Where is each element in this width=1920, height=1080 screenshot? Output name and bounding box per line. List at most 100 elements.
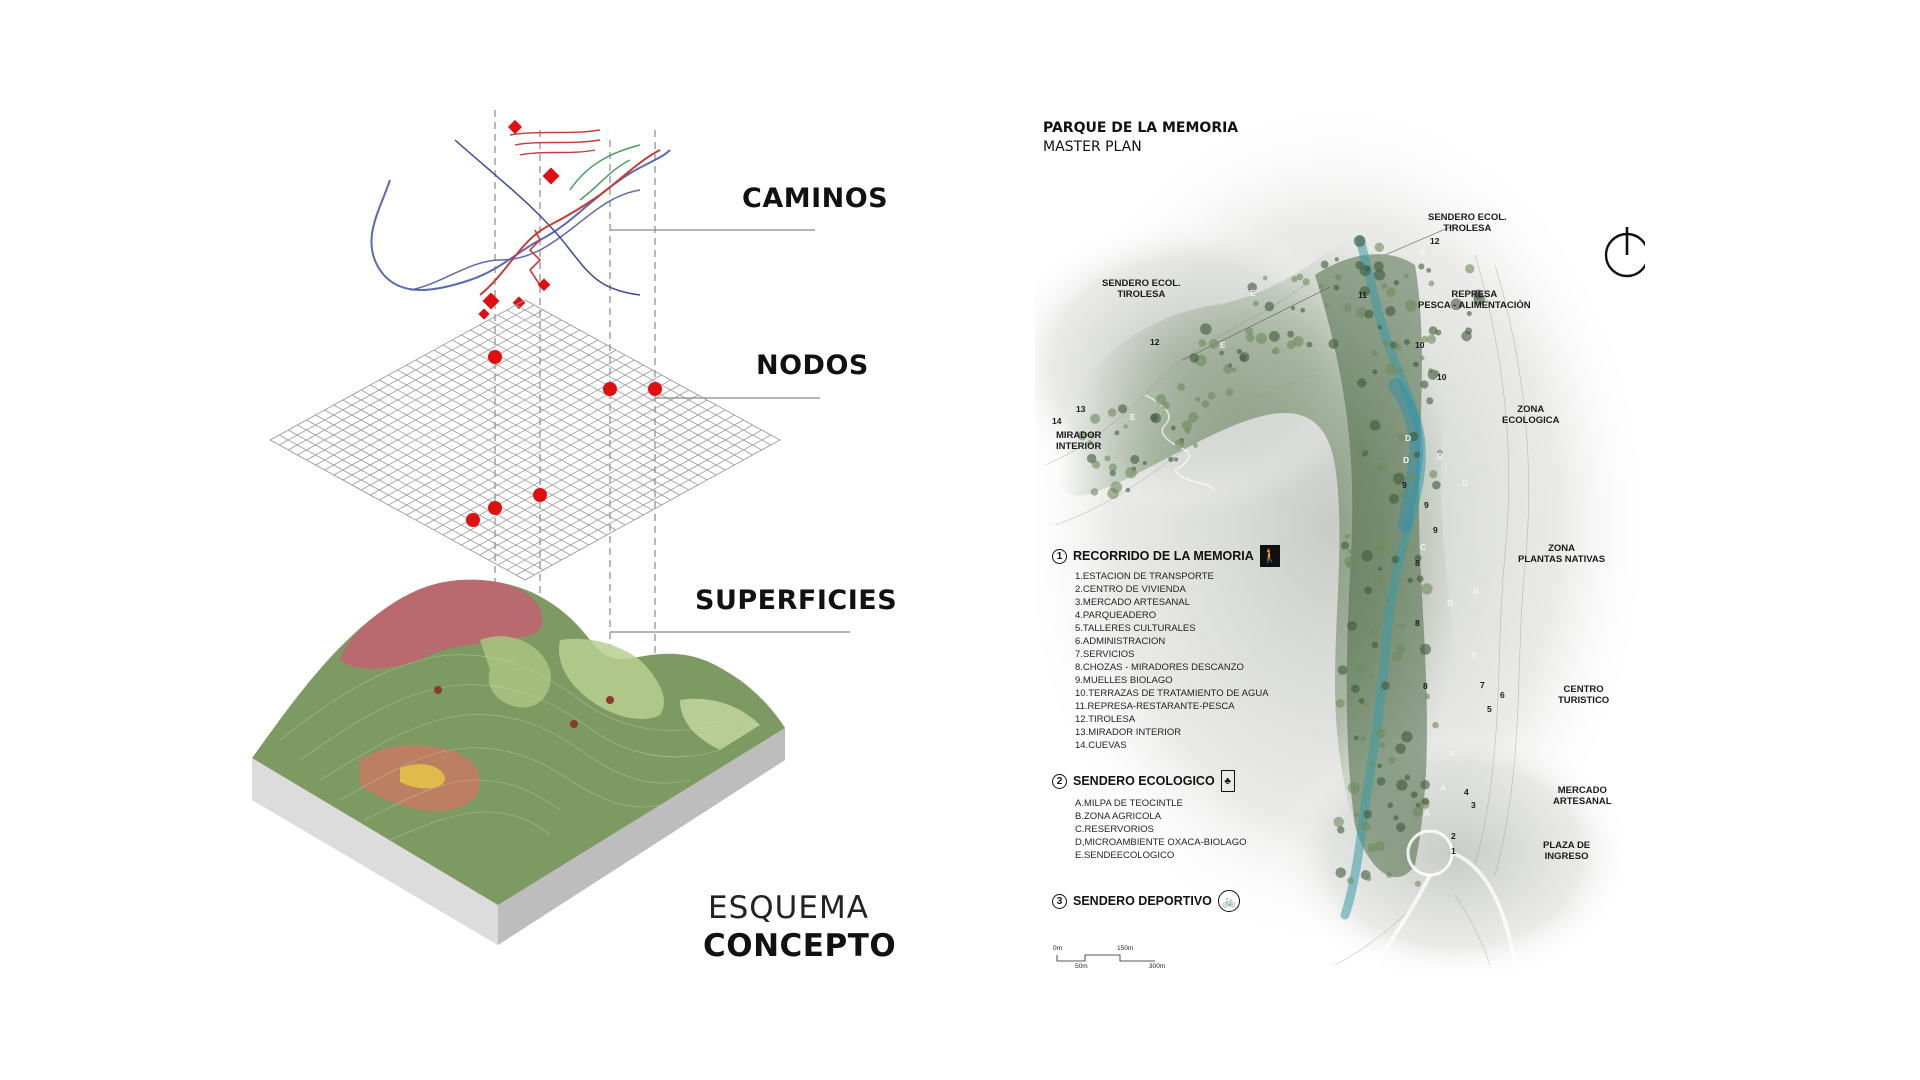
map-number-label: 10 <box>1437 372 1447 382</box>
map-letter-label: D <box>1405 433 1412 443</box>
map-number-label: 5 <box>1487 704 1492 714</box>
bicycle-icon: 🚲 <box>1217 890 1240 912</box>
zone-mirador-interior: MIRADOR INTERIOR <box>1056 430 1102 452</box>
legend-route1-number: 1 <box>1052 548 1067 564</box>
zone-centro-turistico: CENTRO TURISTICO <box>1558 684 1610 706</box>
label-caminos: CAMINOS <box>742 183 889 214</box>
map-letter-label: B <box>1535 724 1542 734</box>
map-number-label: 7 <box>1480 680 1485 690</box>
scale-label-150: 150m <box>1117 945 1134 952</box>
legend-route1-item: 12.TIROLESA <box>1075 714 1136 725</box>
map-number-label: 8 <box>1415 618 1420 628</box>
leader-lines <box>610 229 850 633</box>
concept-diagram <box>252 110 850 945</box>
zipline-lines <box>1182 224 1456 361</box>
legend-route3-header: 3 SENDERO DEPORTIVO 🚲 <box>1052 890 1240 912</box>
legend-route1-item: 10.TERRAZAS DE TRATAMIENTO DE AGUA <box>1075 688 1269 699</box>
map-number-label: 1 <box>1451 846 1456 856</box>
grid-outline <box>269 299 781 581</box>
zone-sendero-tirolesa-right: SENDERO ECOL. TIROLESA <box>1428 212 1507 234</box>
map-number-label: 10 <box>1415 340 1425 350</box>
legend-route2-title: SENDERO ECOLOGICO <box>1073 774 1215 788</box>
map-letter-label: E <box>1220 340 1226 350</box>
map-number-label: 9 <box>1433 525 1438 535</box>
legend-route2-item: D,MICROAMBIENTE OXACA-BIOLAGO <box>1075 837 1247 848</box>
map-number-label: 8 <box>1415 558 1420 568</box>
map-letter-label: E <box>1420 247 1426 257</box>
map-number-label: 14 <box>1052 416 1062 426</box>
map-letter-label: D <box>1462 478 1469 488</box>
legend-route1-header: 1 RECORRIDO DE LA MEMORIA 🚶 <box>1052 545 1280 567</box>
caminos-layer <box>370 119 671 320</box>
legend-route1-item: 14.CUEVAS <box>1075 740 1127 751</box>
map-number-label: 8 <box>1423 681 1428 691</box>
map-number-label: 12 <box>1150 337 1160 347</box>
zone-plaza-ingreso: PLAZA DE INGRESO <box>1543 840 1591 862</box>
legend-route2-item: A.MILPA DE TEOCINTLE <box>1075 798 1183 809</box>
map-letter-label: B <box>1447 598 1454 608</box>
label-superficies: SUPERFICIES <box>695 585 898 616</box>
map-letter-label: E <box>1250 288 1256 298</box>
zone-sendero-tirolesa-left: SENDERO ECOL. TIROLESA <box>1102 278 1181 300</box>
river <box>1340 235 1426 920</box>
label-nodos: NODOS <box>756 350 869 381</box>
legend-route1-item: 5.TALLERES CULTURALES <box>1075 623 1196 634</box>
legend-route2-item: E.SENDEECOLOGICO <box>1075 850 1175 861</box>
map-number-label: 4 <box>1464 787 1469 797</box>
map-letter-label: D <box>1437 451 1444 461</box>
map-number-label: 12 <box>1430 236 1440 246</box>
map-letter-label: D <box>1403 455 1410 465</box>
zone-plantas-nativas: ZONA PLANTAS NATIVAS <box>1518 543 1606 565</box>
scale-label-300: 300m <box>1149 963 1166 970</box>
zone-ecologica: ZONA ECOLOGICA <box>1502 404 1560 426</box>
legend-route2-list: A.MILPA DE TEOCINTLE B.ZONA AGRICOLA C.RES… <box>1075 797 1247 862</box>
walking-person-icon: 🚶 <box>1259 545 1280 567</box>
map-number-label: 11 <box>1358 290 1367 300</box>
masterplan-subtitle: MASTER PLAN <box>1043 139 1142 155</box>
legend-route1-item: 7.SERVICIOS <box>1075 649 1135 660</box>
map-letter-label: A <box>1449 748 1456 758</box>
legend-route2-item: B.ZONA AGRICOLA <box>1075 811 1162 822</box>
legend-route1-item: 1.ESTACION DE TRANSPORTE <box>1075 571 1214 582</box>
legend-route2-header: 2 SENDERO ECOLOGICO ♣ <box>1052 770 1235 792</box>
legend-route1-item: 3.MERCADO ARTESANAL <box>1075 597 1190 608</box>
masterplan-title: PARQUE DE LA MEMORIA <box>1043 120 1239 136</box>
masterplan-map <box>1035 105 1645 975</box>
scale-label-0: 0m <box>1053 945 1063 952</box>
map-letter-label: E <box>1130 412 1136 422</box>
legend-route1-item: 11.REPRESA-RESTARANTE-PESCA <box>1075 701 1235 712</box>
concept-title-line1: ESQUEMA <box>708 890 869 926</box>
map-number-label: 6 <box>1500 690 1505 700</box>
zone-represa: REPRESA PESCA - ALIMENTACIÒN <box>1418 289 1531 311</box>
legend-route3-number: 3 <box>1052 893 1067 909</box>
superficies-terrain <box>252 579 785 945</box>
legend-route1-title: RECORRIDO DE LA MEMORIA <box>1073 549 1254 563</box>
legend-route1-item: 9.MUELLES BIOLAGO <box>1075 675 1173 686</box>
tree-canopy <box>1077 235 1486 887</box>
legend-route2-number: 2 <box>1052 773 1067 789</box>
node-points <box>466 350 662 527</box>
scale-label-50: 50m <box>1075 963 1088 970</box>
legend-route1-item: 4.PARQUEADERO <box>1075 610 1157 621</box>
legend-route1-list: 1.ESTACION DE TRANSPORTE 2.CENTRO DE VIVI… <box>1075 570 1269 752</box>
nodos-grid <box>270 300 780 580</box>
legend-route3-title: SENDERO DEPORTIVO <box>1073 894 1212 908</box>
masterplan-panel: 0m 150m 50m 300m <box>1035 105 1645 975</box>
legend-route2-item: C.RESERVORIOS <box>1075 824 1155 835</box>
north-arrow-icon <box>1604 227 1645 278</box>
map-number-label: 2 <box>1451 831 1456 841</box>
map-letter-label: B <box>1471 650 1478 660</box>
map-number-label: 13 <box>1076 404 1086 414</box>
map-letter-label: A <box>1440 783 1447 793</box>
legend-route1-item: 8.CHOZAS - MIRADORES DESCANZO <box>1075 662 1244 673</box>
map-letter-label: C <box>1420 542 1427 552</box>
map-number-label: 9 <box>1424 500 1429 510</box>
tree-icon: ♣ <box>1220 770 1235 792</box>
scale-bar <box>1056 954 1155 962</box>
map-number-label: 9 <box>1402 480 1407 490</box>
concept-title-line2: CONCEPTO <box>703 928 897 964</box>
legend-route1-item: 13.MIRADOR INTERIOR <box>1075 727 1182 738</box>
map-number-label: 3 <box>1471 800 1476 810</box>
legend-route1-item: 2.CENTRO DE VIVIENDA <box>1075 584 1186 595</box>
map-letter-label: B <box>1473 586 1480 596</box>
